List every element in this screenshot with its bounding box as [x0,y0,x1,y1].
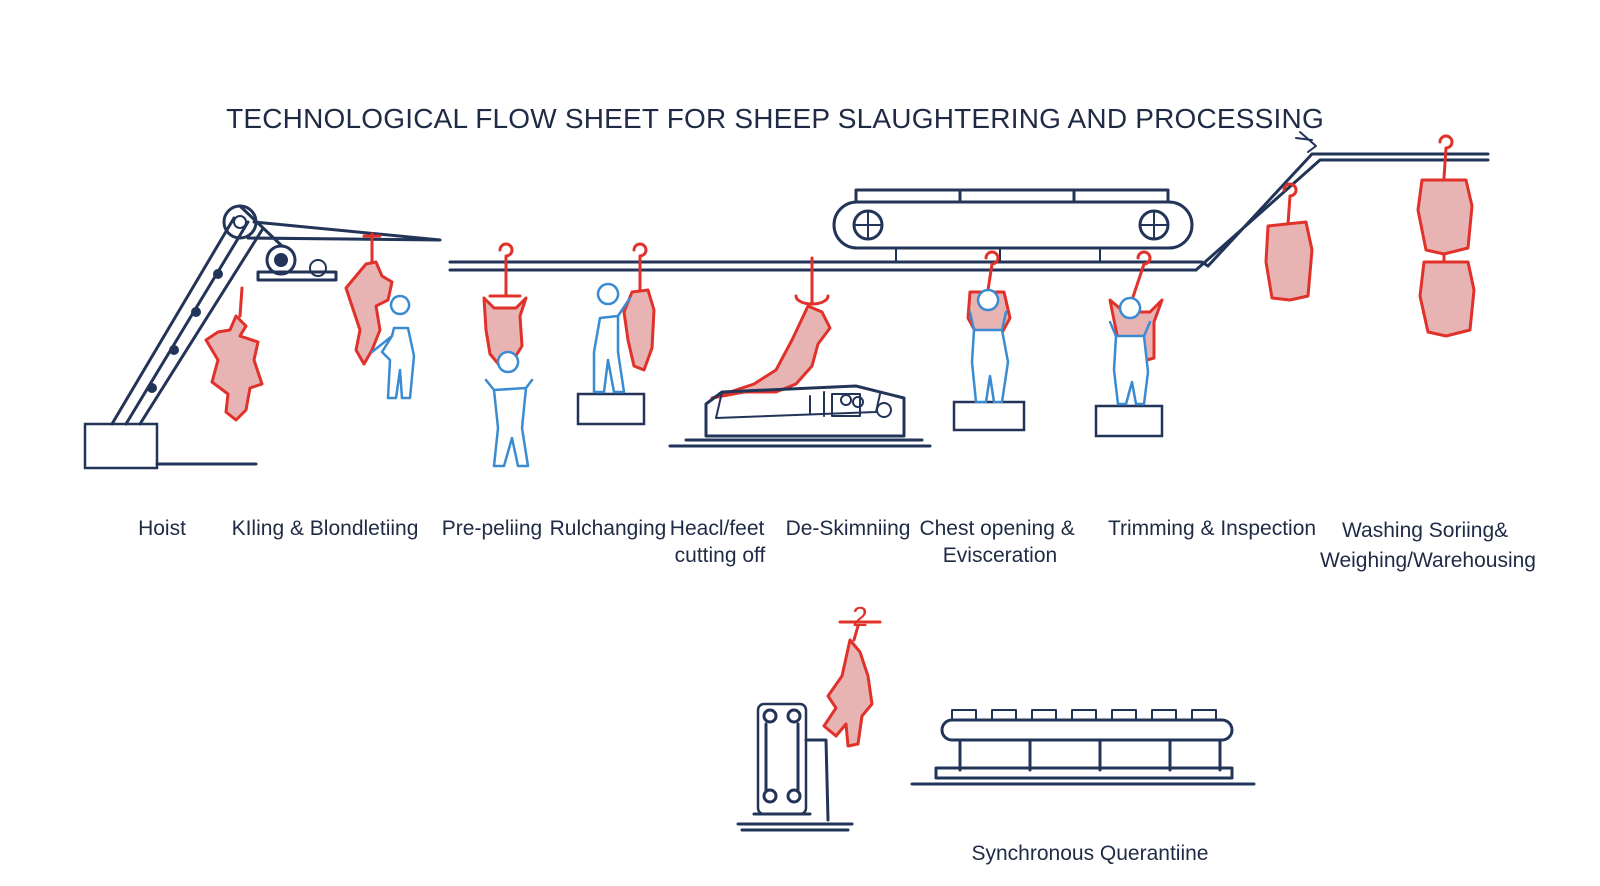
quarantine-section: 2 Synchronous Querantiine [736,601,1256,865]
stage-label-hoist: Hoist [138,517,186,540]
quarantine-hook-number: 2 [852,601,868,632]
stage-label-washing: Washing Soriing& Weighing/Warehousing [1320,519,1536,572]
head-feet-station [668,256,932,448]
diagram-title: TECHNOLOGICAL FLOW SHEET FOR SHEEP SLAUG… [226,103,1324,134]
quarantine-table [910,709,1256,786]
pre-peeling-station [482,242,534,468]
quarantine-rack [736,702,854,832]
stage-label-rehanging: Rulchanging [550,517,667,540]
stage-label-head-feet: Heacl/feet cutting off [670,517,770,567]
stage-label-killing: KIling & Blondletiing [232,517,419,540]
stage-label-de-skinning: De-Skimniing [786,517,911,540]
overhead-conveyor [832,188,1194,263]
chest-opening-station [952,250,1026,432]
stage-labels: Hoist KIling & Blondletiing Pre-peliing … [138,517,1536,572]
rehanging-station [576,242,656,426]
stage-label-trimming: Trimming & Inspection [1108,517,1316,540]
incline-carcass [1264,182,1314,302]
quarantine-label: Synchronous Querantiine [972,842,1209,865]
washing-station [1416,134,1476,338]
stage-label-chest-opening: Chest opening & Evisceration [919,517,1080,567]
killing-station [344,232,416,400]
overhead-rail [448,131,1490,272]
trimming-station [1094,250,1164,438]
hoist-machine [83,204,442,470]
stage-label-pre-peeling: Pre-peliing [442,517,542,540]
